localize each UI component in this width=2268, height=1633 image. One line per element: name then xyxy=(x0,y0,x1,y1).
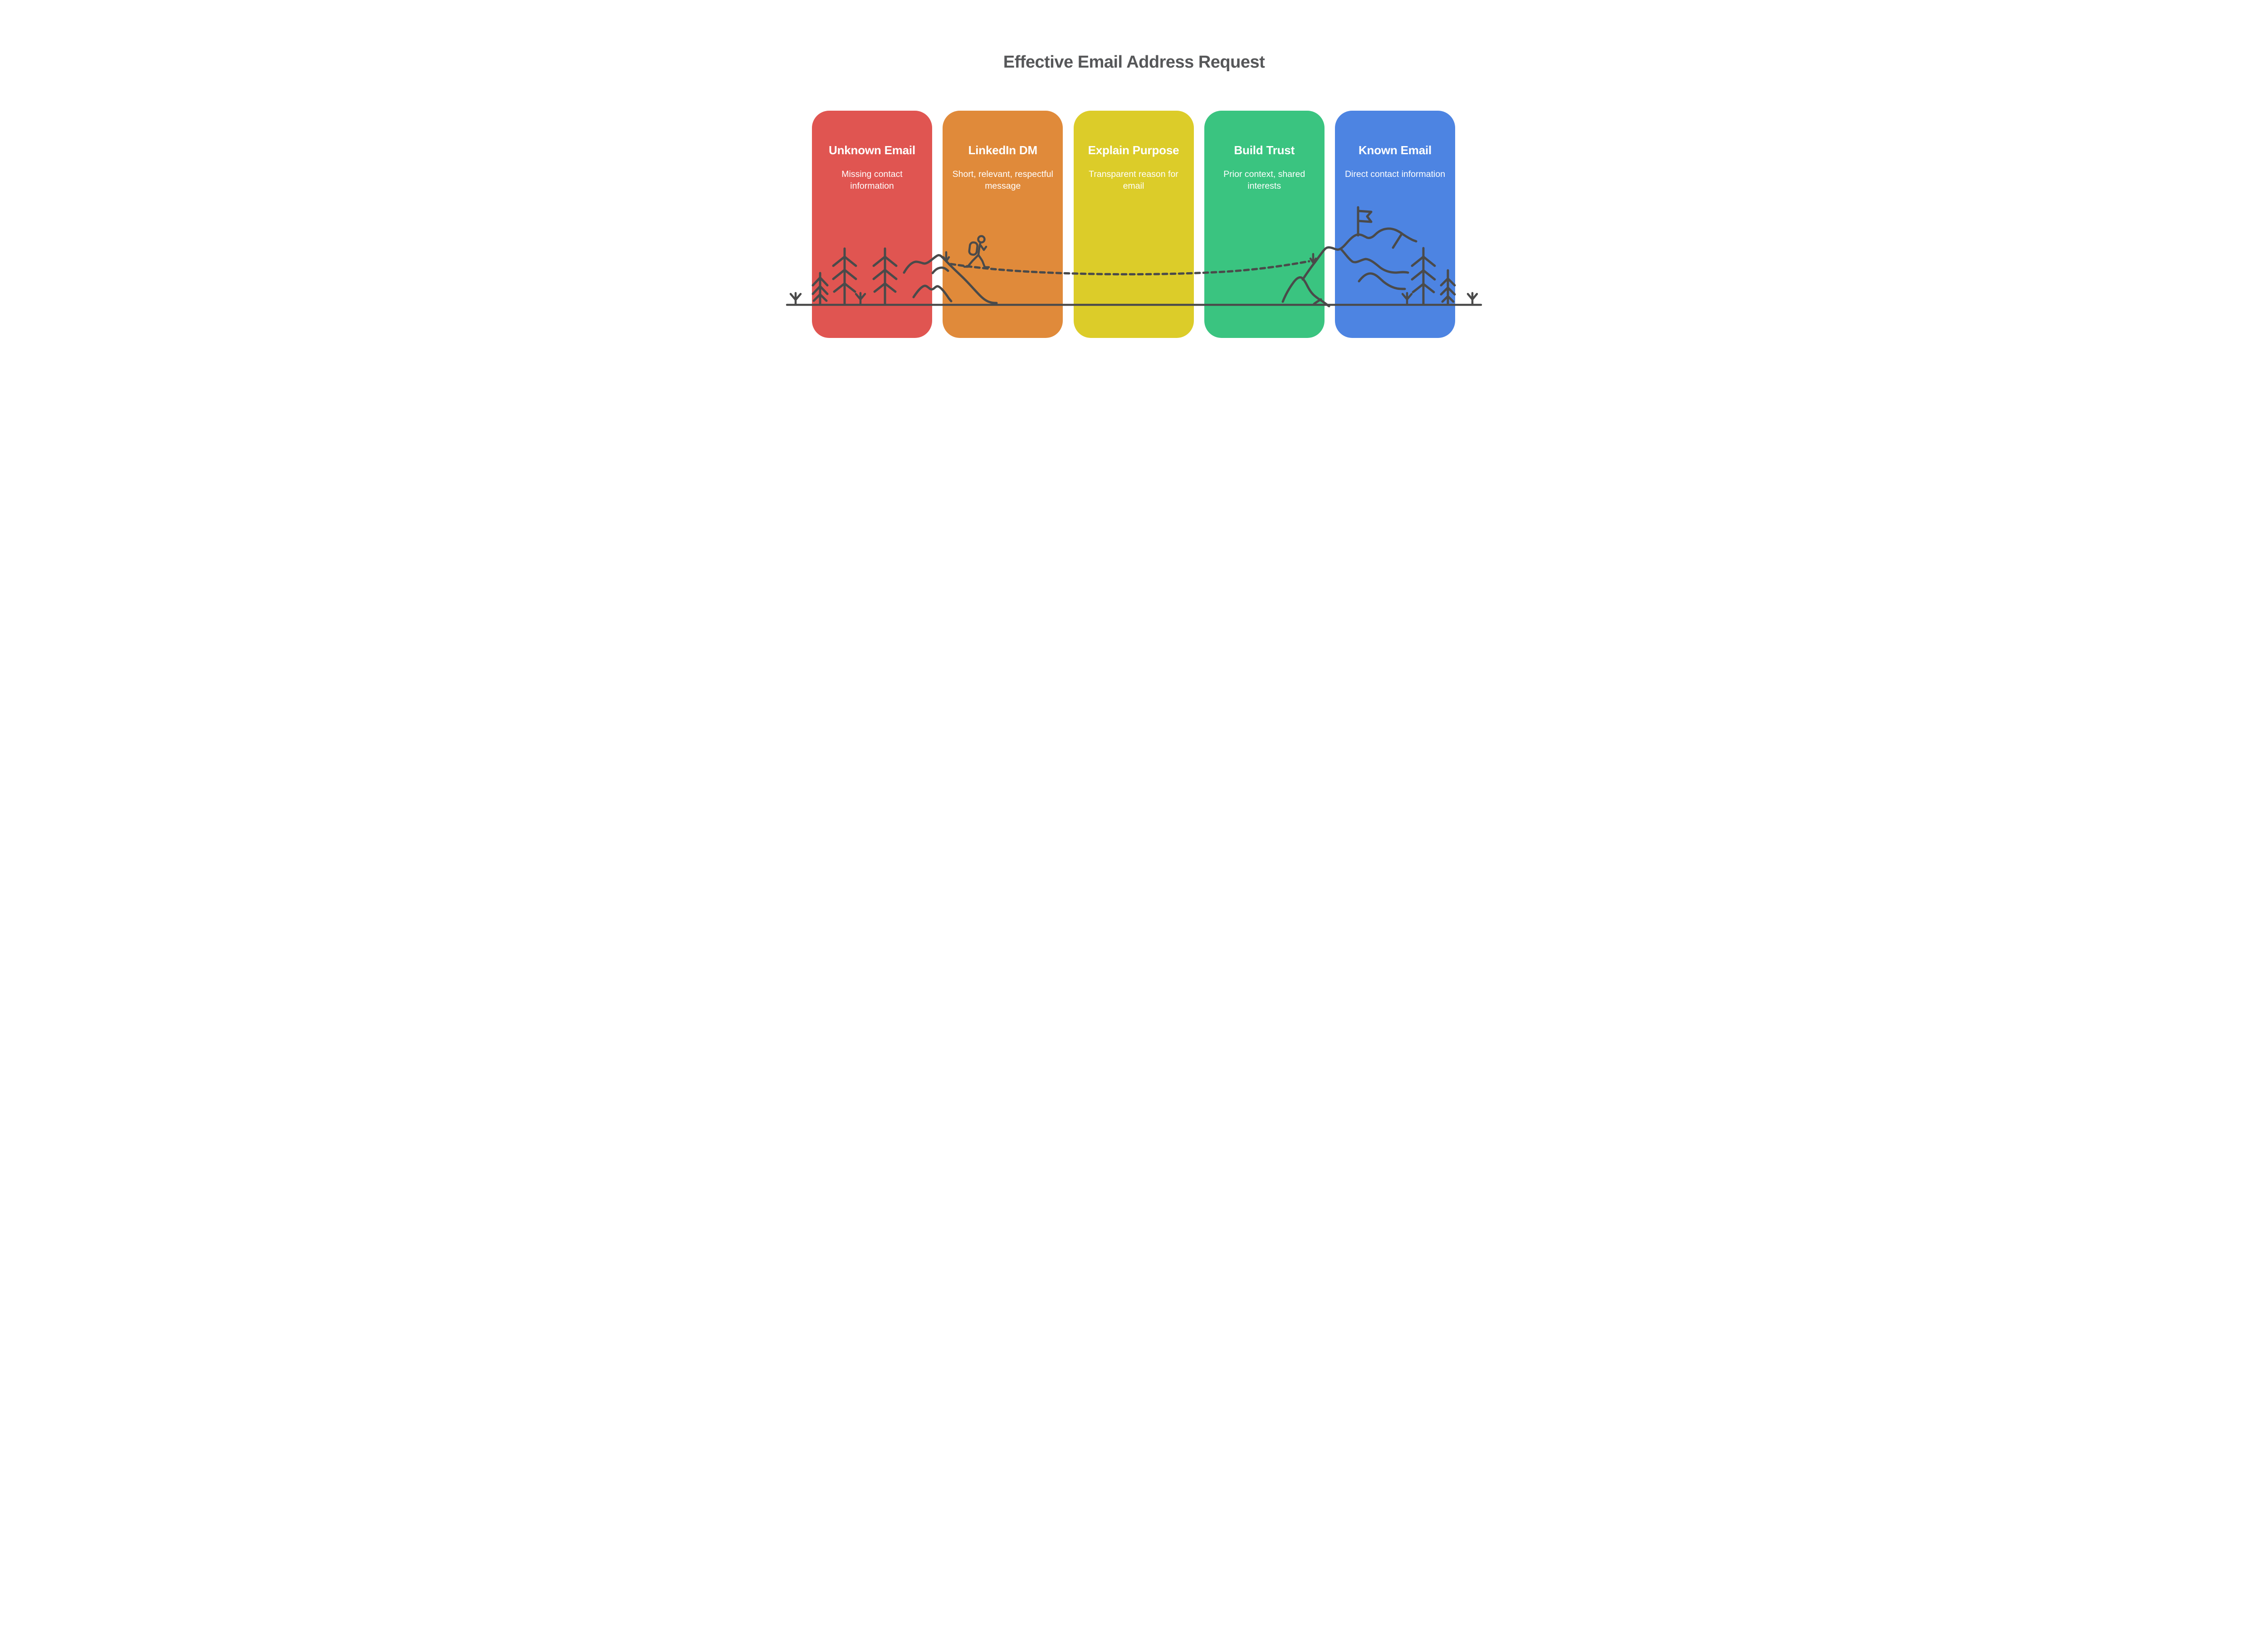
stage-card-description: Prior context, shared interests xyxy=(1223,169,1305,191)
stage-card-linkedin-dm: LinkedIn DM Short, relevant, respectful … xyxy=(943,111,1063,338)
stage-card-unknown-email: Unknown Email Missing contact informatio… xyxy=(812,111,932,338)
stage-card-explain-purpose: Explain Purpose Transparent reason for e… xyxy=(1073,111,1194,338)
infographic-canvas: Effective Email Address Request Unknown … xyxy=(771,0,1497,408)
page-title: Effective Email Address Request xyxy=(1003,53,1265,72)
stage-card-title: Known Email xyxy=(1358,143,1432,157)
stage-card-description: Transparent reason for email xyxy=(1089,169,1178,191)
sapling-icon xyxy=(1466,292,1478,306)
stage-cards-row: Unknown Email Missing contact informatio… xyxy=(812,111,1455,338)
stage-card-known-email: Known Email Direct contact information xyxy=(1335,111,1455,338)
sapling-icon xyxy=(789,292,802,306)
stage-card-description: Missing contact information xyxy=(841,169,903,191)
stage-card-title: Unknown Email xyxy=(829,143,915,157)
stage-card-title: LinkedIn DM xyxy=(968,143,1038,157)
stage-card-title: Build Trust xyxy=(1234,143,1295,157)
stage-card-title: Explain Purpose xyxy=(1088,143,1179,157)
stage-card-build-trust: Build Trust Prior context, shared intere… xyxy=(1204,111,1325,338)
stage-card-description: Direct contact information xyxy=(1344,169,1446,180)
stage-card-description: Short, relevant, respectful message xyxy=(952,169,1053,191)
